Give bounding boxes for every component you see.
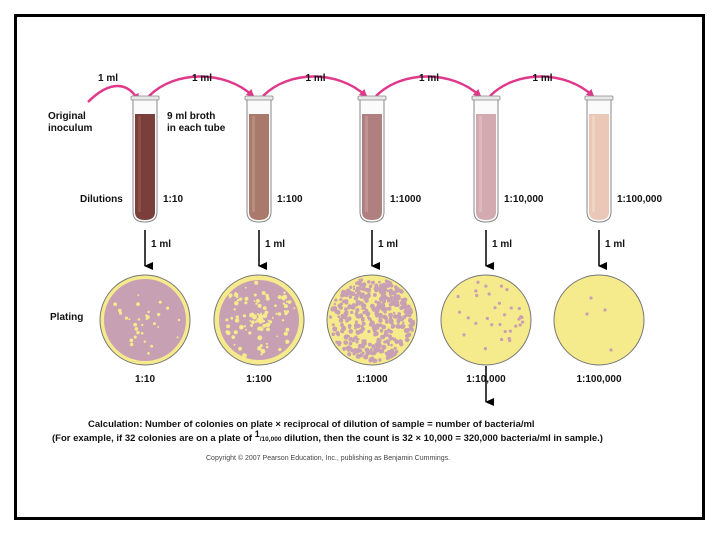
tube-1: 1:100 1 ml — [244, 95, 303, 270]
transfer-label-2: 1 ml — [306, 73, 326, 84]
tube-2: 1:1000 1 ml — [357, 95, 422, 270]
transfer-arrow-2 — [262, 75, 368, 98]
calculation-example: (For example, if 32 colonies are on a pl… — [52, 429, 603, 444]
original-inoculum-label-2: inoculum — [48, 123, 93, 134]
broth-note-label: 9 ml broth — [167, 111, 215, 122]
tube-0: 1:10 1 ml — [130, 95, 183, 270]
plating-volume-label-3: 1 ml — [492, 239, 512, 250]
plating-label: Plating — [50, 312, 83, 323]
tube-3: 1:10,000 1 ml — [471, 95, 544, 270]
calculation-line: Calculation: Number of colonies on plate… — [88, 419, 535, 430]
plate-agar — [440, 274, 532, 366]
tube-liquid-highlight — [479, 116, 482, 212]
tube-liquid-highlight — [592, 116, 595, 212]
transfer-arrow-1 — [148, 75, 255, 98]
dilution-label-1: 1:100 — [277, 194, 303, 205]
dilution-label-2: 1:1000 — [390, 194, 422, 205]
broth-note-label-2: in each tube — [167, 123, 226, 134]
plate-dilution-label-1: 1:100 — [246, 374, 272, 385]
transfer-label-3: 1 ml — [419, 73, 439, 84]
original-inoculum-label: Original — [48, 111, 86, 122]
plate-dilution-label-0: 1:10 — [135, 374, 155, 385]
transfer-label-0: 1 ml — [98, 73, 118, 84]
tube-rim — [130, 95, 160, 101]
plating-volume-label-4: 1 ml — [605, 239, 625, 250]
transfer-label-1: 1 ml — [192, 73, 212, 84]
transfer-label-4: 1 ml — [533, 73, 553, 84]
plating-volume-label-1: 1 ml — [265, 239, 285, 250]
tube-rim — [471, 95, 501, 101]
tube-rim — [584, 95, 614, 101]
tube-rim — [244, 95, 274, 101]
plate-colonies — [104, 279, 186, 361]
transfer-arrow-4 — [489, 75, 595, 98]
plate-colonies — [219, 280, 299, 360]
copyright-text: Copyright © 2007 Pearson Education, Inc.… — [206, 454, 450, 462]
dilution-label-0: 1:10 — [163, 194, 183, 205]
plate-colonies — [329, 277, 415, 363]
petri-plate-1: 1:100 — [213, 274, 305, 385]
transfer-arrow-3 — [375, 75, 482, 98]
plate-dilution-label-2: 1:1000 — [356, 374, 388, 385]
plating-volume-label-0: 1 ml — [151, 239, 171, 250]
plate-dilution-label-4: 1:100,000 — [576, 374, 621, 385]
dilution-label-3: 1:10,000 — [504, 194, 544, 205]
petri-plate-2: 1:1000 — [326, 274, 418, 385]
tube-liquid-highlight — [138, 116, 141, 212]
dilutions-label: Dilutions — [80, 194, 123, 205]
plate-colonies — [456, 280, 525, 351]
transfer-arrow-0 — [87, 84, 140, 103]
plate-agar — [553, 274, 645, 366]
plate-colonies — [585, 296, 613, 352]
tube-rim — [357, 95, 387, 101]
tube-4: 1:100,000 1 ml — [584, 95, 662, 270]
plating-volume-label-2: 1 ml — [378, 239, 398, 250]
petri-plate-0: 1:10 — [99, 274, 191, 385]
petri-plate-4: 1:100,000 — [553, 274, 645, 385]
tube-liquid-highlight — [252, 116, 255, 212]
tube-liquid-highlight — [365, 116, 368, 212]
dilution-label-4: 1:100,000 — [617, 194, 662, 205]
